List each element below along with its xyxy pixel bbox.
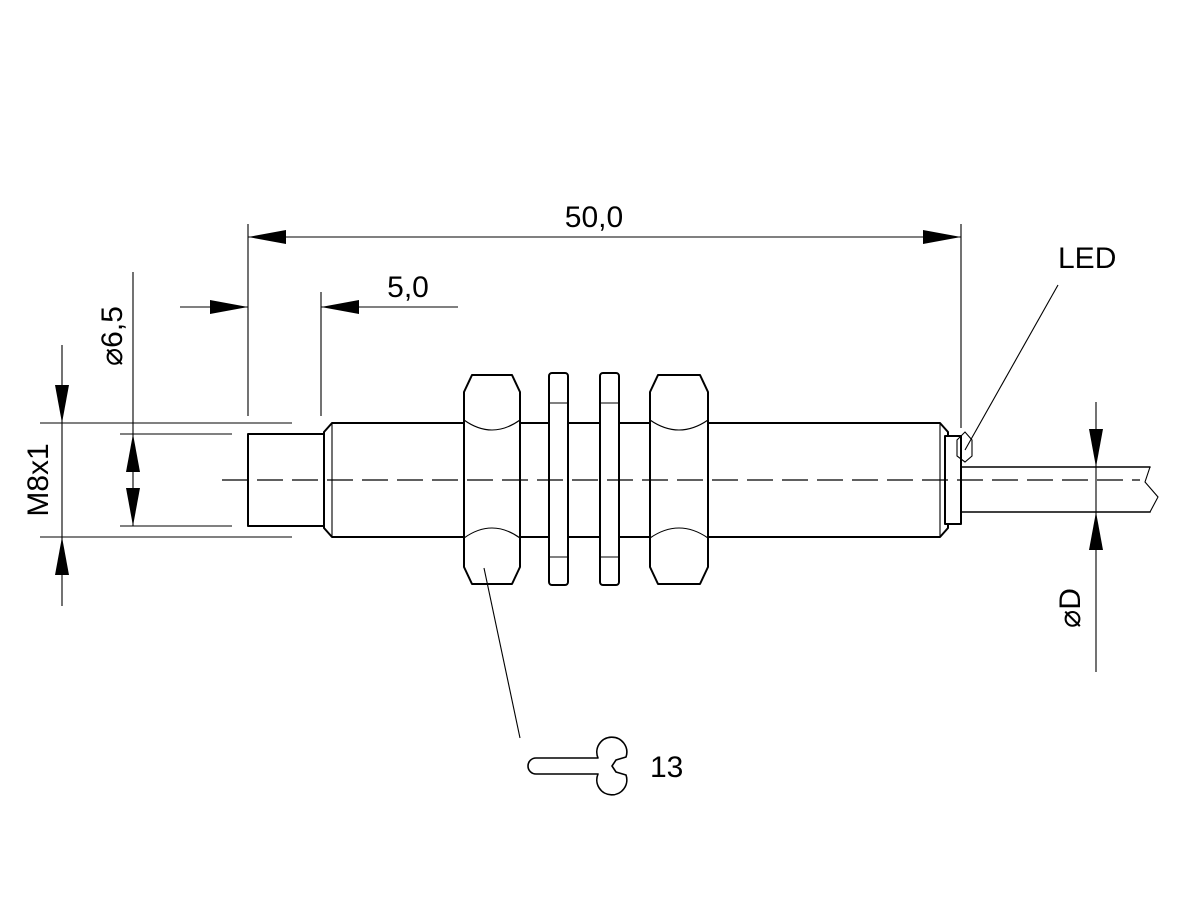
dimension-cable-diameter: ⌀D: [1054, 402, 1103, 672]
dimension-overall-length: 50,0: [248, 201, 961, 244]
led-callout: LED: [964, 242, 1116, 451]
cable-break: [1144, 466, 1159, 513]
thread-free-length-label: 5,0: [387, 271, 429, 304]
washer-left: [548, 372, 569, 586]
overall-length-label: 50,0: [565, 201, 623, 234]
washer-right: [599, 372, 620, 586]
dimension-face-diameter: ⌀6,5: [96, 272, 140, 526]
wrench-size-label: 13: [650, 751, 683, 784]
dimension-thread-free-length: 5,0: [180, 271, 458, 314]
wrench-icon: [527, 736, 628, 796]
led-indicator: [956, 431, 973, 463]
wrench-callout: 13: [483, 567, 683, 796]
cable: [960, 466, 1159, 513]
extension-lines: [40, 224, 1110, 538]
thread-label: M8x1: [22, 443, 55, 516]
dimension-thread: M8x1: [22, 345, 69, 606]
led-label: LED: [1058, 242, 1116, 275]
cable-diameter-label: ⌀D: [1054, 588, 1087, 628]
face-diameter-label: ⌀6,5: [96, 306, 129, 366]
